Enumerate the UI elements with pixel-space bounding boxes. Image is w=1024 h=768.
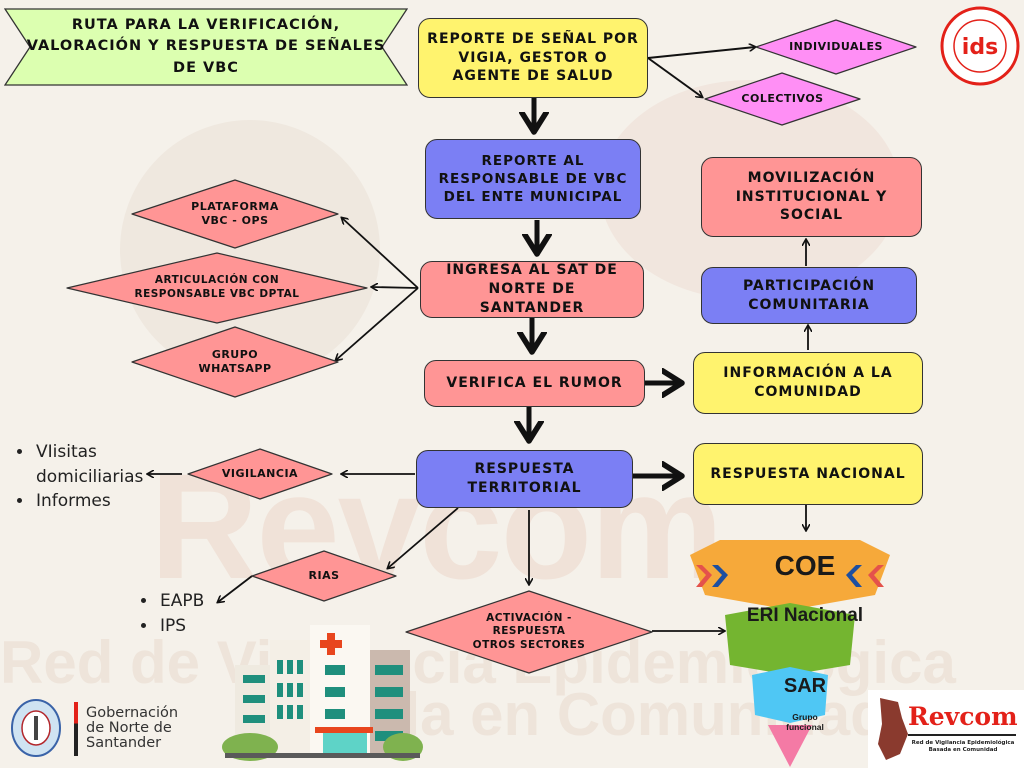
funnel-level-eri: [725, 603, 855, 675]
ids-logo: ids: [940, 6, 1020, 86]
node-reporte-senal[interactable]: REPORTE DE SEÑAL POR VIGIA, GESTOR O AGE…: [418, 18, 648, 98]
diamond-shape: [66, 252, 368, 324]
node-ingresa-sat[interactable]: INGRESA AL SAT DE NORTE DE SANTANDER: [420, 261, 644, 318]
diamond-label: ARTICULACIÓN CON RESPONSABLE VBC DPTAL: [134, 274, 300, 300]
list-item: Informes: [34, 489, 174, 514]
node-reporte-responsable[interactable]: REPORTE AL RESPONSABLE DE VBC DEL ENTE M…: [425, 139, 641, 219]
gobernacion-seal-icon: [11, 699, 61, 757]
diamond-label: VIGILANCIA: [221, 466, 299, 480]
node-respuesta-nacional[interactable]: RESPUESTA NACIONAL: [693, 443, 923, 505]
rias-list: EAPB IPS: [136, 589, 238, 638]
node-participacion-comunitaria[interactable]: PARTICIPACIÓN COMUNITARIA: [701, 267, 917, 324]
diamond-label: INDIVIDUALES: [789, 39, 883, 53]
revcom-title: Revcom: [908, 702, 1018, 731]
revcom-logo: Revcom Red de Vigilancia Epidemiológica …: [868, 690, 1024, 768]
diamond-label: ACTIVACIÓN - RESPUESTA OTROS SECTORES: [472, 611, 586, 651]
diamond-individuales[interactable]: INDIVIDUALES: [755, 19, 917, 75]
title-line: VALORACIÓN Y RESPUESTA DE SEÑALES: [26, 38, 386, 55]
funnel-level-sar: [752, 667, 828, 723]
gob-line: de Norte de: [86, 720, 172, 737]
diamond-label: COLECTIVOS: [741, 91, 824, 105]
diamond-shape: [131, 326, 339, 398]
title-banner: RUTA PARA LA VERIFICACIÓN, VALORACIÓN Y …: [4, 8, 408, 86]
diamond-shape: [131, 179, 339, 249]
diamond-plataforma[interactable]: PLATAFORMA VBC - OPS: [131, 179, 339, 249]
node-respuesta-territorial[interactable]: RESPUESTA TERRITORIAL: [416, 450, 633, 508]
gobernacion-logo: Gobernación de Norte de Santander: [8, 696, 208, 766]
diamond-label: RIAS: [308, 568, 340, 582]
title-line: DE VBC: [173, 59, 239, 76]
ids-logo-mark: ids: [962, 35, 998, 60]
diamond-label: PLATAFORMA VBC - OPS: [191, 199, 279, 227]
revcom-underline: [908, 734, 1016, 736]
funnel-level-grupo: [768, 725, 812, 767]
diamond-vigilancia[interactable]: VIGILANCIA: [187, 448, 333, 500]
gob-line: Gobernación: [86, 705, 179, 721]
revcom-subtitle: Red de Vigilancia Epidemiológica Basada …: [911, 740, 1015, 753]
funnel-label-eri: ERI Nacional: [746, 605, 864, 626]
funnel-label-coe: COE: [774, 550, 836, 581]
response-funnel: [690, 540, 890, 767]
list-item: VIisitas domiciliarias: [34, 440, 174, 489]
diamond-label: GRUPO WHATSAPP: [198, 347, 272, 375]
list-item: EAPB: [158, 589, 238, 614]
funnel-label-sar: SAR: [783, 675, 827, 697]
gob-line: Santander: [86, 735, 162, 752]
banner-shape: [4, 8, 408, 86]
diamond-shape: [405, 590, 653, 674]
node-verifica-rumor[interactable]: VERIFICA EL RUMOR: [424, 360, 645, 407]
vigilancia-list: VIisitas domiciliarias Informes: [12, 440, 174, 514]
page-title: RUTA PARA LA VERIFICACIÓN, VALORACIÓN Y …: [4, 8, 408, 86]
node-movilizacion[interactable]: MOVILIZACIÓN INSTITUCIONAL Y SOCIAL: [701, 157, 922, 237]
diamond-grupo-whatsapp[interactable]: GRUPO WHATSAPP: [131, 326, 339, 398]
diamond-shape: [704, 72, 861, 126]
list-item: IPS: [158, 614, 238, 639]
diamond-shape: [187, 448, 333, 500]
title-line: RUTA PARA LA VERIFICACIÓN,: [71, 17, 341, 34]
node-informacion-comunidad[interactable]: INFORMACIÓN A LA COMUNIDAD: [693, 352, 923, 414]
hospital-illustration: [222, 625, 423, 761]
funnel-label-grupo: Grupo funcional: [786, 712, 824, 733]
diamond-shape: [251, 550, 397, 602]
diamond-activacion[interactable]: ACTIVACIÓN - RESPUESTA OTROS SECTORES: [405, 590, 653, 674]
diamond-rias[interactable]: RIAS: [251, 550, 397, 602]
revcom-map-icon: [878, 698, 908, 760]
diamond-shape: [755, 19, 917, 75]
gobernacion-divider: [74, 702, 78, 756]
diamond-colectivos[interactable]: COLECTIVOS: [704, 72, 861, 126]
diamond-articulacion[interactable]: ARTICULACIÓN CON RESPONSABLE VBC DPTAL: [66, 252, 368, 324]
gobernacion-text: Gobernación de Norte de Santander: [86, 705, 179, 752]
funnel-level-coe: [690, 540, 890, 610]
